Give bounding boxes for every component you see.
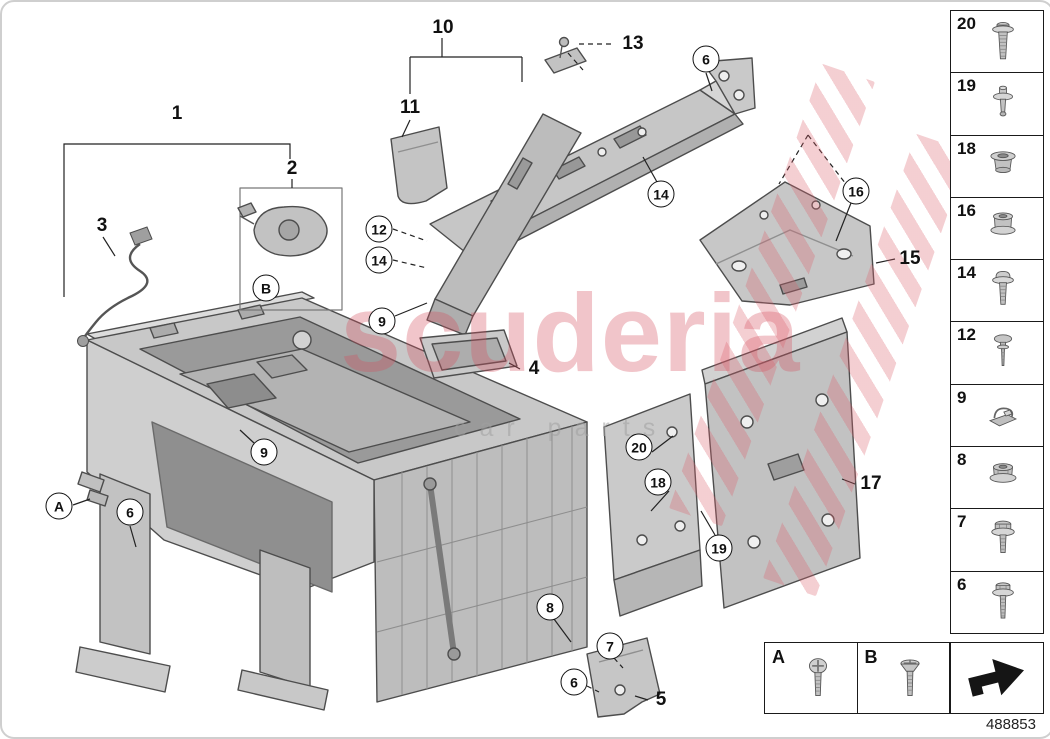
washer-screw-icon [992, 271, 1014, 306]
grommet-icon [990, 151, 1016, 173]
callout-circle-19[interactable]: 19 [705, 534, 733, 562]
sidebar-item-number: 9 [957, 387, 967, 407]
callout-circle-B[interactable]: B [252, 274, 280, 302]
flanged-screw-icon [992, 22, 1014, 60]
bracket-17-drawing [603, 317, 861, 617]
callout-circle-9-console[interactable]: 9 [250, 438, 278, 466]
stud-bolt-icon [993, 86, 1013, 117]
sidebar-item-number: 14 [957, 263, 976, 283]
push-rivet-icon [993, 334, 1013, 366]
sidebar-item-number: 7 [957, 512, 967, 532]
callout-circle-14-upper[interactable]: 14 [647, 180, 675, 208]
sidebar-item-9[interactable]: 9 [951, 385, 1043, 448]
callout-label-17[interactable]: 17 [860, 473, 882, 494]
upper-support-drawing [390, 36, 756, 336]
cage-clip-icon [988, 407, 1018, 427]
callout-circle-6-top[interactable]: 6 [692, 45, 720, 73]
sidebar-item-number: 16 [957, 200, 976, 220]
callout-label-4[interactable]: 4 [528, 358, 540, 379]
sidebar-item-number: 18 [957, 138, 976, 158]
screw-type-legend: A B [764, 642, 950, 714]
callout-label-10[interactable]: 10 [432, 17, 454, 38]
dashed-leader-lines [392, 43, 850, 693]
callout-circle-7[interactable]: 7 [596, 632, 624, 660]
callout-label-3[interactable]: 3 [96, 215, 108, 236]
callout-circle-20[interactable]: 20 [625, 433, 653, 461]
callout-circle-A[interactable]: A [45, 492, 73, 520]
callout-circle-18[interactable]: 18 [644, 468, 672, 496]
legend-item-b[interactable]: B [858, 643, 950, 713]
flanged-nut-icon [990, 212, 1016, 235]
callout-circle-16[interactable]: 16 [842, 177, 870, 205]
callout-label-13[interactable]: 13 [622, 33, 644, 54]
diagram-number: 488853 [985, 716, 1036, 733]
sidebar-item-number: 6 [957, 574, 967, 594]
callout-circle-8[interactable]: 8 [536, 593, 564, 621]
sidebar-item-8[interactable]: 8 [951, 447, 1043, 510]
sidebar-item-6[interactable]: 6 [951, 572, 1043, 633]
legend-item-a[interactable]: A [765, 643, 858, 713]
direction-arrow-icon [968, 658, 1025, 697]
cover-4-drawing [419, 329, 518, 379]
sidebar-item-number: 20 [957, 14, 976, 33]
callout-circle-9-upper[interactable]: 9 [368, 307, 396, 335]
callout-label-15[interactable]: 15 [899, 248, 921, 269]
sidebar-item-number: 8 [957, 450, 967, 470]
sidebar-item-number: 12 [957, 325, 976, 345]
cable-3-drawing [77, 226, 153, 347]
sidebar-item-20[interactable]: 20 [951, 11, 1043, 74]
flange-nut-icon [989, 463, 1017, 483]
callout-label-2[interactable]: 2 [286, 158, 298, 179]
sidebar-item-14[interactable]: 14 [951, 260, 1043, 323]
legend-letter-b: B [864, 647, 878, 667]
hex-flange-bolt-icon [992, 582, 1014, 619]
sidebar-item-number: 19 [957, 76, 976, 96]
countersunk-screw-icon [900, 659, 921, 696]
leader-lines [63, 38, 896, 701]
sidebar-item-7[interactable]: 7 [951, 509, 1043, 572]
direction-arrow-box [950, 642, 1044, 714]
sidebar-item-16[interactable]: 16 [951, 198, 1043, 261]
callout-label-11[interactable]: 11 [399, 97, 421, 118]
callout-label-5[interactable]: 5 [655, 689, 667, 710]
sidebar-item-19[interactable]: 19 [951, 73, 1043, 136]
legend-letter-a: A [772, 647, 785, 667]
pan-head-screw-icon [808, 657, 827, 696]
bracket-15-drawing [699, 181, 875, 306]
callout-circle-14-lower[interactable]: 14 [365, 246, 393, 274]
callout-label-1[interactable]: 1 [171, 103, 183, 124]
callout-circle-6-left[interactable]: 6 [116, 498, 144, 526]
hex-flange-bolt-icon [991, 520, 1015, 553]
sidebar-item-18[interactable]: 18 [951, 136, 1043, 198]
fastener-sidebar: 20 19 18 [950, 10, 1044, 634]
sidebar-item-12[interactable]: 12 [951, 322, 1043, 385]
callout-circle-12[interactable]: 12 [365, 215, 393, 243]
callout-circle-6-bottom[interactable]: 6 [560, 668, 588, 696]
latch-2-drawing [237, 187, 343, 311]
